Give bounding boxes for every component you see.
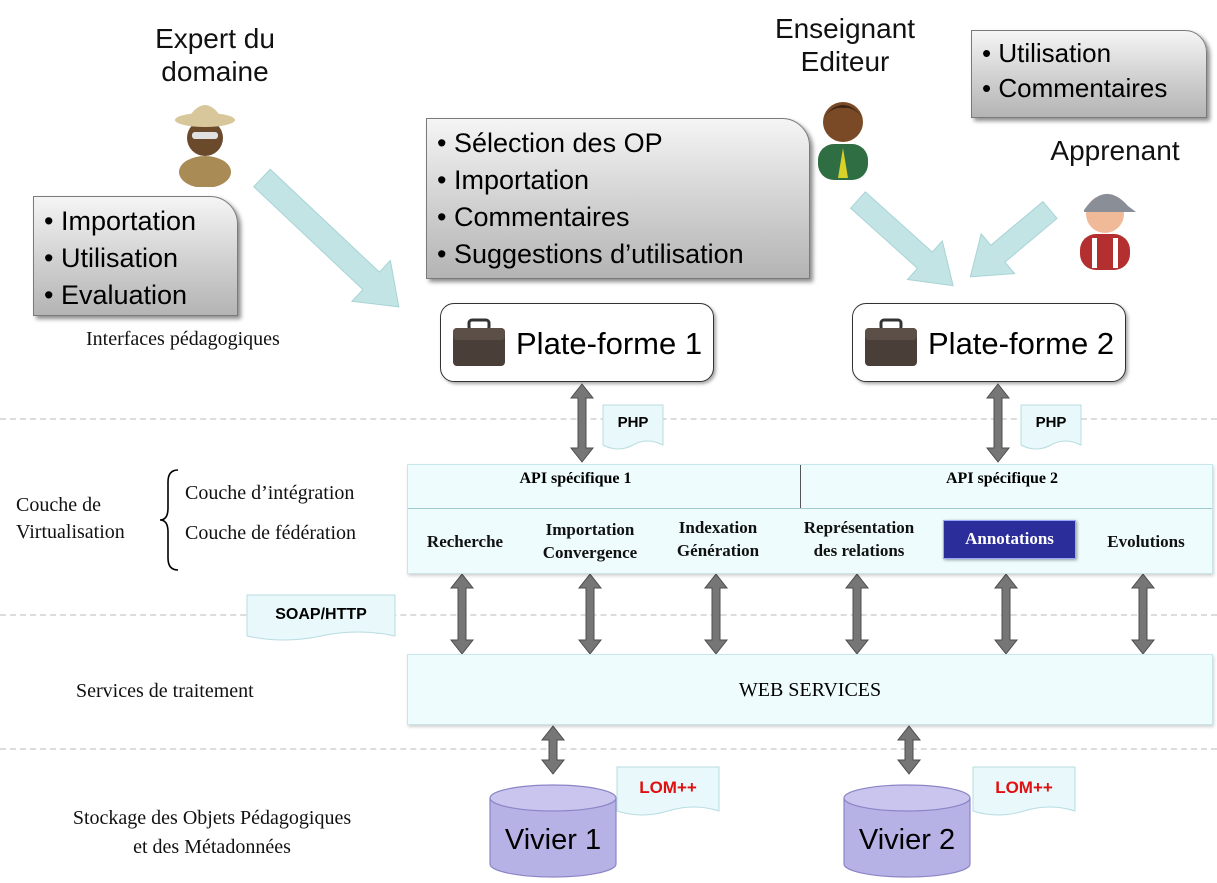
module-representation[interactable]: Représentation des relations: [803, 518, 915, 560]
brace-icon: [159, 469, 179, 571]
module-indexation[interactable]: Indexation Génération: [676, 518, 760, 560]
double-arrow: [896, 725, 922, 775]
enseignant-label: Enseignant Editeur: [774, 13, 916, 77]
list-item: Commentaires: [982, 71, 1196, 106]
api-row: [408, 465, 1212, 509]
soap-note: [246, 594, 396, 641]
separator-line: [0, 748, 1217, 750]
list-item: Utilisation: [44, 240, 227, 277]
briefcase-icon: [865, 318, 917, 366]
platform-1-label: Plate-forme 1: [516, 326, 703, 361]
list-item: Evaluation: [44, 277, 227, 314]
web-services-box[interactable]: WEB SERVICES: [407, 654, 1213, 725]
layer-label-integration: Couche d’intégration: [185, 482, 355, 504]
briefcase-icon: [453, 318, 505, 366]
layer-label-services: Services de traitement: [76, 680, 254, 702]
module-annotations[interactable]: Annotations: [943, 520, 1076, 559]
api-specifique-2[interactable]: API spécifique 2: [946, 470, 1058, 487]
double-arrow: [844, 573, 870, 655]
double-arrow: [985, 383, 1011, 463]
enseignant-actions-box: Sélection des OP Importation Commentaire…: [426, 118, 810, 279]
soap-label: SOAP/HTTP: [275, 606, 367, 623]
php-label-1: PHP: [617, 414, 649, 431]
list-item: Importation: [437, 162, 799, 199]
list-item: Commentaires: [437, 199, 799, 236]
module-importation[interactable]: Importation Convergence: [542, 520, 638, 562]
layer-label-interfaces: Interfaces pédagogiques: [86, 328, 280, 350]
php-label-2: PHP: [1035, 414, 1067, 431]
web-services-label: WEB SERVICES: [738, 679, 882, 701]
apprenant-avatar-icon: [1080, 193, 1136, 270]
module-annotations-label: Annotations: [965, 529, 1054, 548]
expert-label: Expert du domaine: [155, 23, 275, 87]
enseignant-avatar-icon: [818, 102, 868, 180]
expert-actions-box: Importation Utilisation Evaluation: [33, 196, 238, 316]
expert-arrow: [253, 168, 400, 308]
php-note-1: [602, 404, 664, 450]
apprenant-arrow: [969, 200, 1058, 278]
api-divider: [800, 465, 801, 508]
layer-label-federation: Couche de fédération: [185, 522, 357, 544]
apprenant-label: Apprenant: [1050, 135, 1180, 166]
double-arrow: [1130, 573, 1156, 655]
apprenant-actions-box: Utilisation Commentaires: [971, 30, 1207, 118]
vivier-1-cylinder[interactable]: [488, 784, 618, 879]
double-arrow: [993, 573, 1019, 655]
lom-note-1: [616, 766, 720, 816]
list-item: Importation: [44, 203, 227, 240]
list-item: Suggestions d’utilisation: [437, 236, 799, 273]
api-specifique-1[interactable]: API spécifique 1: [519, 470, 632, 487]
layer-label-virtualisation: Couche de Virtualisation: [16, 494, 125, 543]
layer-label-stockage: Stockage des Objets Pédagogiques et des …: [72, 807, 352, 858]
module-evolutions[interactable]: Evolutions: [1107, 532, 1185, 551]
module-recherche[interactable]: Recherche: [426, 532, 504, 551]
vivier-2-cylinder[interactable]: [842, 784, 972, 879]
double-arrow: [577, 573, 603, 655]
virtualisation-layer: API spécifique 1 API spécifique 2: [407, 464, 1213, 574]
double-arrow: [449, 573, 475, 655]
separator-line: [0, 614, 1217, 616]
vivier-2-label: Vivier 2: [858, 824, 956, 856]
lom-label-1: LOM++: [639, 778, 697, 797]
enseignant-arrow: [849, 191, 954, 287]
platform-2[interactable]: Plate-forme 2: [852, 303, 1126, 382]
vivier-1-label: Vivier 1: [504, 824, 602, 856]
platform-2-label: Plate-forme 2: [928, 326, 1115, 361]
php-note-2: [1020, 404, 1082, 450]
double-arrow: [703, 573, 729, 655]
expert-avatar-icon: [175, 105, 235, 187]
lom-label-2: LOM++: [995, 778, 1053, 797]
lom-note-2: [972, 766, 1076, 816]
list-item: Utilisation: [982, 36, 1196, 71]
double-arrow: [569, 383, 595, 463]
list-item: Sélection des OP: [437, 125, 799, 162]
double-arrow: [540, 725, 566, 775]
platform-1[interactable]: Plate-forme 1: [440, 303, 714, 382]
